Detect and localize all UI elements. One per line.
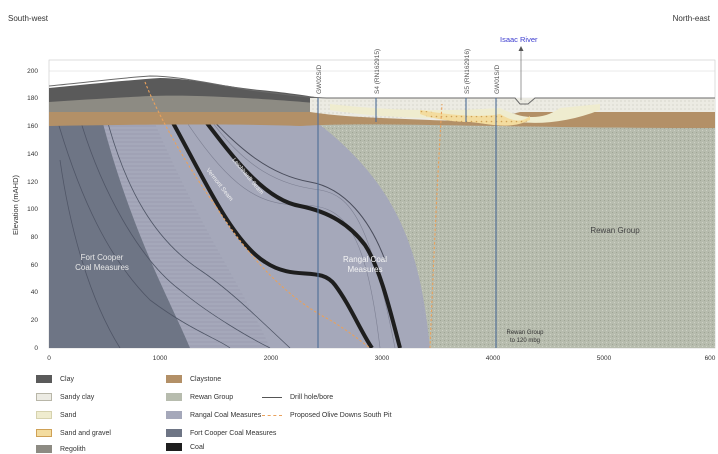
fort-cooper-label-line1: Fort Cooper — [81, 253, 124, 262]
legend-item-regolith: Regolith — [36, 444, 86, 454]
legend-label-sand-gravel: Sand and gravel — [60, 429, 111, 437]
legend-label-rangal: Rangal Coal Measures — [190, 411, 262, 419]
legend-label-sand: Sand — [60, 411, 77, 419]
legend-item-claystone: Claystone — [166, 374, 221, 384]
y-axis-ticks: 0 20 40 60 80 100 120 140 160 180 200 — [27, 68, 38, 352]
legend-swatch-sandy-clay — [36, 393, 52, 401]
y-tick-0: 0 — [34, 345, 38, 352]
legend-item-coal: Coal — [166, 442, 204, 452]
legend-item-rewan-group: Rewan Group — [166, 392, 233, 402]
legend-line-proposed-pit — [262, 414, 282, 416]
rewan-group-unit — [300, 110, 715, 348]
legend-label-drill-hole: Drill hole/bore — [290, 393, 334, 401]
legend-item-sand: Sand — [36, 410, 76, 420]
legend-swatch-fort-cooper — [166, 429, 182, 437]
bore-label-s4: S4 (RN162915) — [374, 49, 381, 94]
legend-swatch-sand-gravel — [36, 429, 52, 437]
fort-cooper-label-line2: Coal Measures — [75, 263, 129, 272]
legend-item-sandy-clay: Sandy clay — [36, 392, 94, 402]
bore-label-s5: S5 (RN162916) — [464, 49, 471, 94]
upper-seam-line — [204, 111, 386, 261]
sand-layer — [330, 104, 600, 123]
legend-item-proposed-pit: Proposed Olive Downs South Pit — [262, 410, 392, 420]
x-tick-4000: 4000 — [486, 355, 501, 362]
proposed-pit-outline — [144, 81, 443, 348]
rangal-coal-measures-unit — [150, 112, 440, 348]
legend-item-drill-hole: Drill hole/bore — [262, 392, 333, 402]
y-tick-100: 100 — [27, 206, 38, 213]
y-tick-160: 160 — [27, 123, 38, 130]
legend-label-sandy-clay: Sandy clay — [60, 393, 95, 401]
isaac-river-label: Isaac River — [500, 35, 538, 44]
y-tick-120: 120 — [27, 179, 38, 186]
legend-swatch-clay — [36, 375, 52, 383]
legend-label-proposed-pit: Proposed Olive Downs South Pit — [290, 411, 392, 419]
cross-section: GW02S/D S4 (RN162915) S5 (RN162916) GW01… — [11, 35, 716, 362]
ground-surface — [49, 75, 715, 105]
y-tick-180: 180 — [27, 95, 38, 102]
south-west-label: South-west — [8, 14, 49, 23]
y-tick-20: 20 — [31, 317, 39, 324]
clay-layer — [49, 78, 320, 103]
legend-swatch-claystone — [166, 375, 182, 383]
x-tick-5000: 5000 — [597, 355, 612, 362]
x-tick-6000: 600 — [705, 355, 716, 362]
legend-item-rangal: Rangal Coal Measures — [166, 410, 261, 420]
fort-cooper-bedding-lines — [54, 111, 291, 348]
y-tick-60: 60 — [31, 262, 39, 269]
legend-swatch-rewan-group — [166, 393, 182, 401]
y-tick-80: 80 — [31, 234, 39, 241]
x-tick-1000: 1000 — [153, 355, 168, 362]
legend-item-clay: Clay — [36, 374, 74, 384]
rewan-group-label: Rewan Group — [590, 226, 640, 235]
legend-label-coal: Coal — [190, 443, 205, 451]
legend-label-fort-cooper: Fort Cooper Coal Measures — [190, 429, 277, 437]
legend-label-claystone: Claystone — [190, 375, 222, 383]
legend-label-clay: Clay — [60, 375, 75, 383]
rangal-label-line2: Measures — [347, 265, 382, 274]
rangal-label-line1: Rangal Coal — [343, 255, 387, 264]
x-axis-ticks: 0 1000 2000 3000 4000 5000 600 — [47, 355, 716, 362]
sand-and-gravel-layer — [420, 110, 530, 126]
x-tick-2000: 2000 — [264, 355, 279, 362]
x-tick-3000: 3000 — [375, 355, 390, 362]
legend-label-rewan-group: Rewan Group — [190, 393, 234, 401]
bore-label-gw01sd: GW01S/D — [494, 64, 501, 94]
legend-swatch-regolith — [36, 445, 52, 453]
y-tick-40: 40 — [31, 289, 39, 296]
y-axis-title: Elevation (mAHD) — [11, 174, 20, 235]
leichhardt-seam — [198, 112, 402, 348]
y-tick-140: 140 — [27, 151, 38, 158]
legend-item-sand-gravel: Sand and gravel — [36, 428, 111, 438]
legend: Clay Sandy clay Sand Sand and gravel Reg… — [0, 372, 718, 454]
legend-line-drill-hole — [262, 396, 282, 398]
north-east-label: North-east — [672, 14, 710, 23]
vermont-seam — [166, 113, 374, 348]
legend-swatch-sand — [36, 411, 52, 419]
legend-item-fort-cooper: Fort Cooper Coal Measures — [166, 428, 276, 438]
legend-swatch-coal — [166, 443, 182, 451]
bore-label-gw02sd: GW02S/D — [316, 64, 323, 94]
isaac-river-arrow-icon — [518, 46, 524, 51]
x-tick-0: 0 — [47, 355, 51, 362]
rewan-depth-label-line2: to 120 mbg — [510, 338, 540, 344]
rewan-depth-label-line1: Rewan Group — [506, 330, 544, 336]
legend-swatch-rangal — [166, 411, 182, 419]
legend-label-regolith: Regolith — [60, 445, 86, 453]
y-tick-200: 200 — [27, 68, 38, 75]
